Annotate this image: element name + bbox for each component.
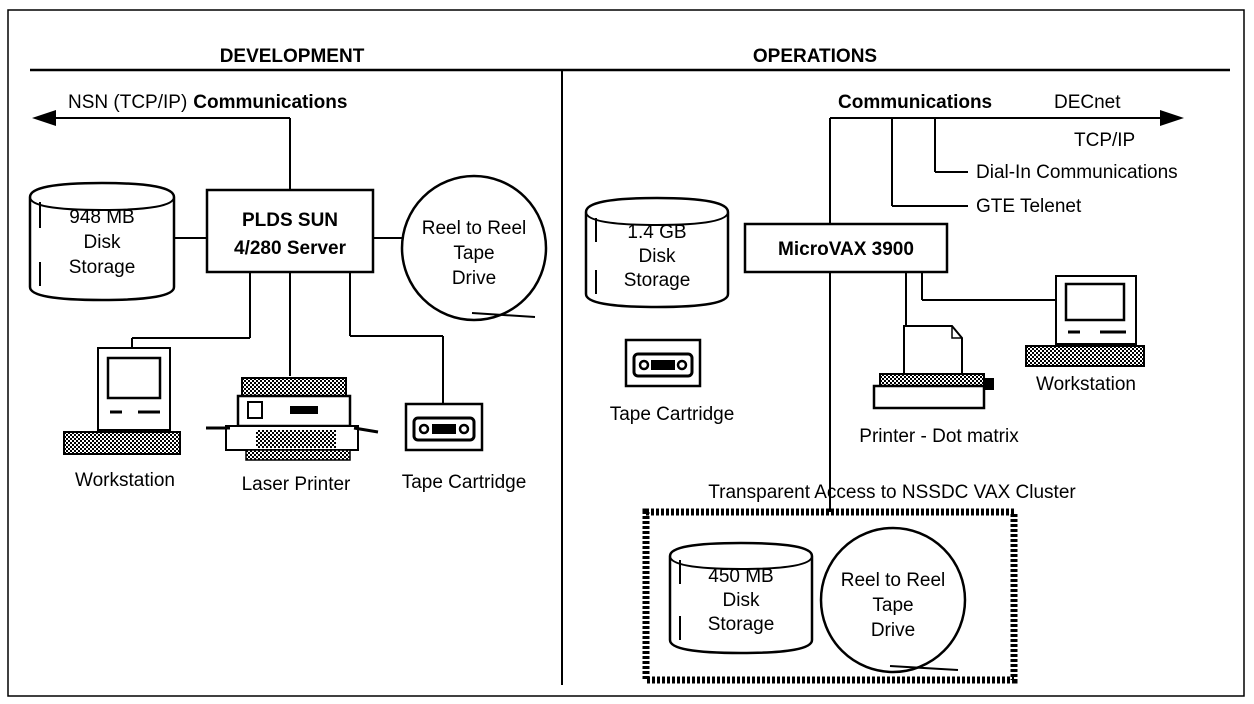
cluster-disk-line3: Storage bbox=[708, 614, 775, 635]
dot-matrix-printer-label: Printer - Dot matrix bbox=[859, 426, 1019, 447]
dev-comm-prefix: NSN (TCP/IP) bbox=[68, 92, 187, 113]
ops-tcpip: TCP/IP bbox=[1074, 130, 1135, 151]
dev-tape-cartridge-label: Tape Cartridge bbox=[402, 472, 527, 493]
ops-comm-arrowhead bbox=[1160, 110, 1184, 126]
development-header: DEVELOPMENT bbox=[220, 46, 365, 67]
dev-workstation-label: Workstation bbox=[75, 470, 175, 491]
ops-server-label: MicroVAX 3900 bbox=[778, 239, 914, 260]
cluster-disk-line2: Disk bbox=[723, 590, 760, 611]
dev-disk-storage: 948 MB Disk Storage bbox=[30, 183, 174, 300]
dot-matrix-printer-icon bbox=[874, 326, 994, 408]
cluster-reel-drive: Reel to Reel Tape Drive bbox=[821, 528, 965, 672]
ops-disk-line1: 1.4 GB bbox=[627, 222, 686, 243]
dev-comm-bold: Communications bbox=[193, 92, 347, 113]
ops-disk-line2: Disk bbox=[639, 246, 676, 267]
dev-comm-arrowhead bbox=[32, 110, 56, 126]
operations-header: OPERATIONS bbox=[753, 46, 877, 67]
cluster-reel-line1: Reel to Reel bbox=[841, 570, 946, 591]
transparent-access-label: Transparent Access to NSSDC VAX Cluster bbox=[708, 482, 1076, 503]
dev-server-line1: PLDS SUN bbox=[242, 210, 338, 231]
telenet-label: GTE Telenet bbox=[976, 196, 1082, 217]
cluster-disk-storage: 450 MB Disk Storage bbox=[670, 543, 812, 653]
dev-reel-line2: Tape bbox=[453, 243, 494, 264]
laser-printer-icon bbox=[206, 378, 378, 460]
ops-workstation-label: Workstation bbox=[1036, 374, 1136, 395]
ops-server: MicroVAX 3900 bbox=[745, 224, 947, 272]
dev-comm-label: NSN (TCP/IP) Communications bbox=[68, 92, 347, 113]
cluster-disk-line1: 450 MB bbox=[708, 566, 773, 587]
dev-disk-line1: 948 MB bbox=[69, 207, 134, 228]
dev-server-line2: 4/280 Server bbox=[234, 238, 347, 259]
dev-disk-line3: Storage bbox=[69, 257, 136, 278]
dev-disk-line2: Disk bbox=[84, 232, 121, 253]
cluster-reel-line2: Tape bbox=[872, 595, 913, 616]
dev-workstation-icon bbox=[64, 348, 180, 454]
ops-disk-storage: 1.4 GB Disk Storage bbox=[586, 198, 728, 307]
dialin-label: Dial-In Communications bbox=[976, 162, 1178, 183]
ops-tape-cartridge-icon bbox=[626, 340, 700, 386]
dev-tape-cartridge-icon bbox=[406, 404, 482, 450]
laser-printer-label: Laser Printer bbox=[242, 474, 351, 495]
dev-reel-line3: Drive bbox=[452, 268, 496, 289]
dev-reel-drive: Reel to Reel Tape Drive bbox=[402, 176, 546, 320]
ops-decnet: DECnet bbox=[1054, 92, 1121, 113]
ops-tape-cartridge-label: Tape Cartridge bbox=[610, 404, 735, 425]
ops-disk-line3: Storage bbox=[624, 270, 691, 291]
ops-workstation-icon bbox=[1026, 276, 1144, 366]
ops-comm-bold: Communications bbox=[838, 92, 992, 113]
dev-server: PLDS SUN 4/280 Server bbox=[207, 190, 373, 272]
cluster-reel-line3: Drive bbox=[871, 620, 915, 641]
dev-reel-line1: Reel to Reel bbox=[422, 218, 527, 239]
